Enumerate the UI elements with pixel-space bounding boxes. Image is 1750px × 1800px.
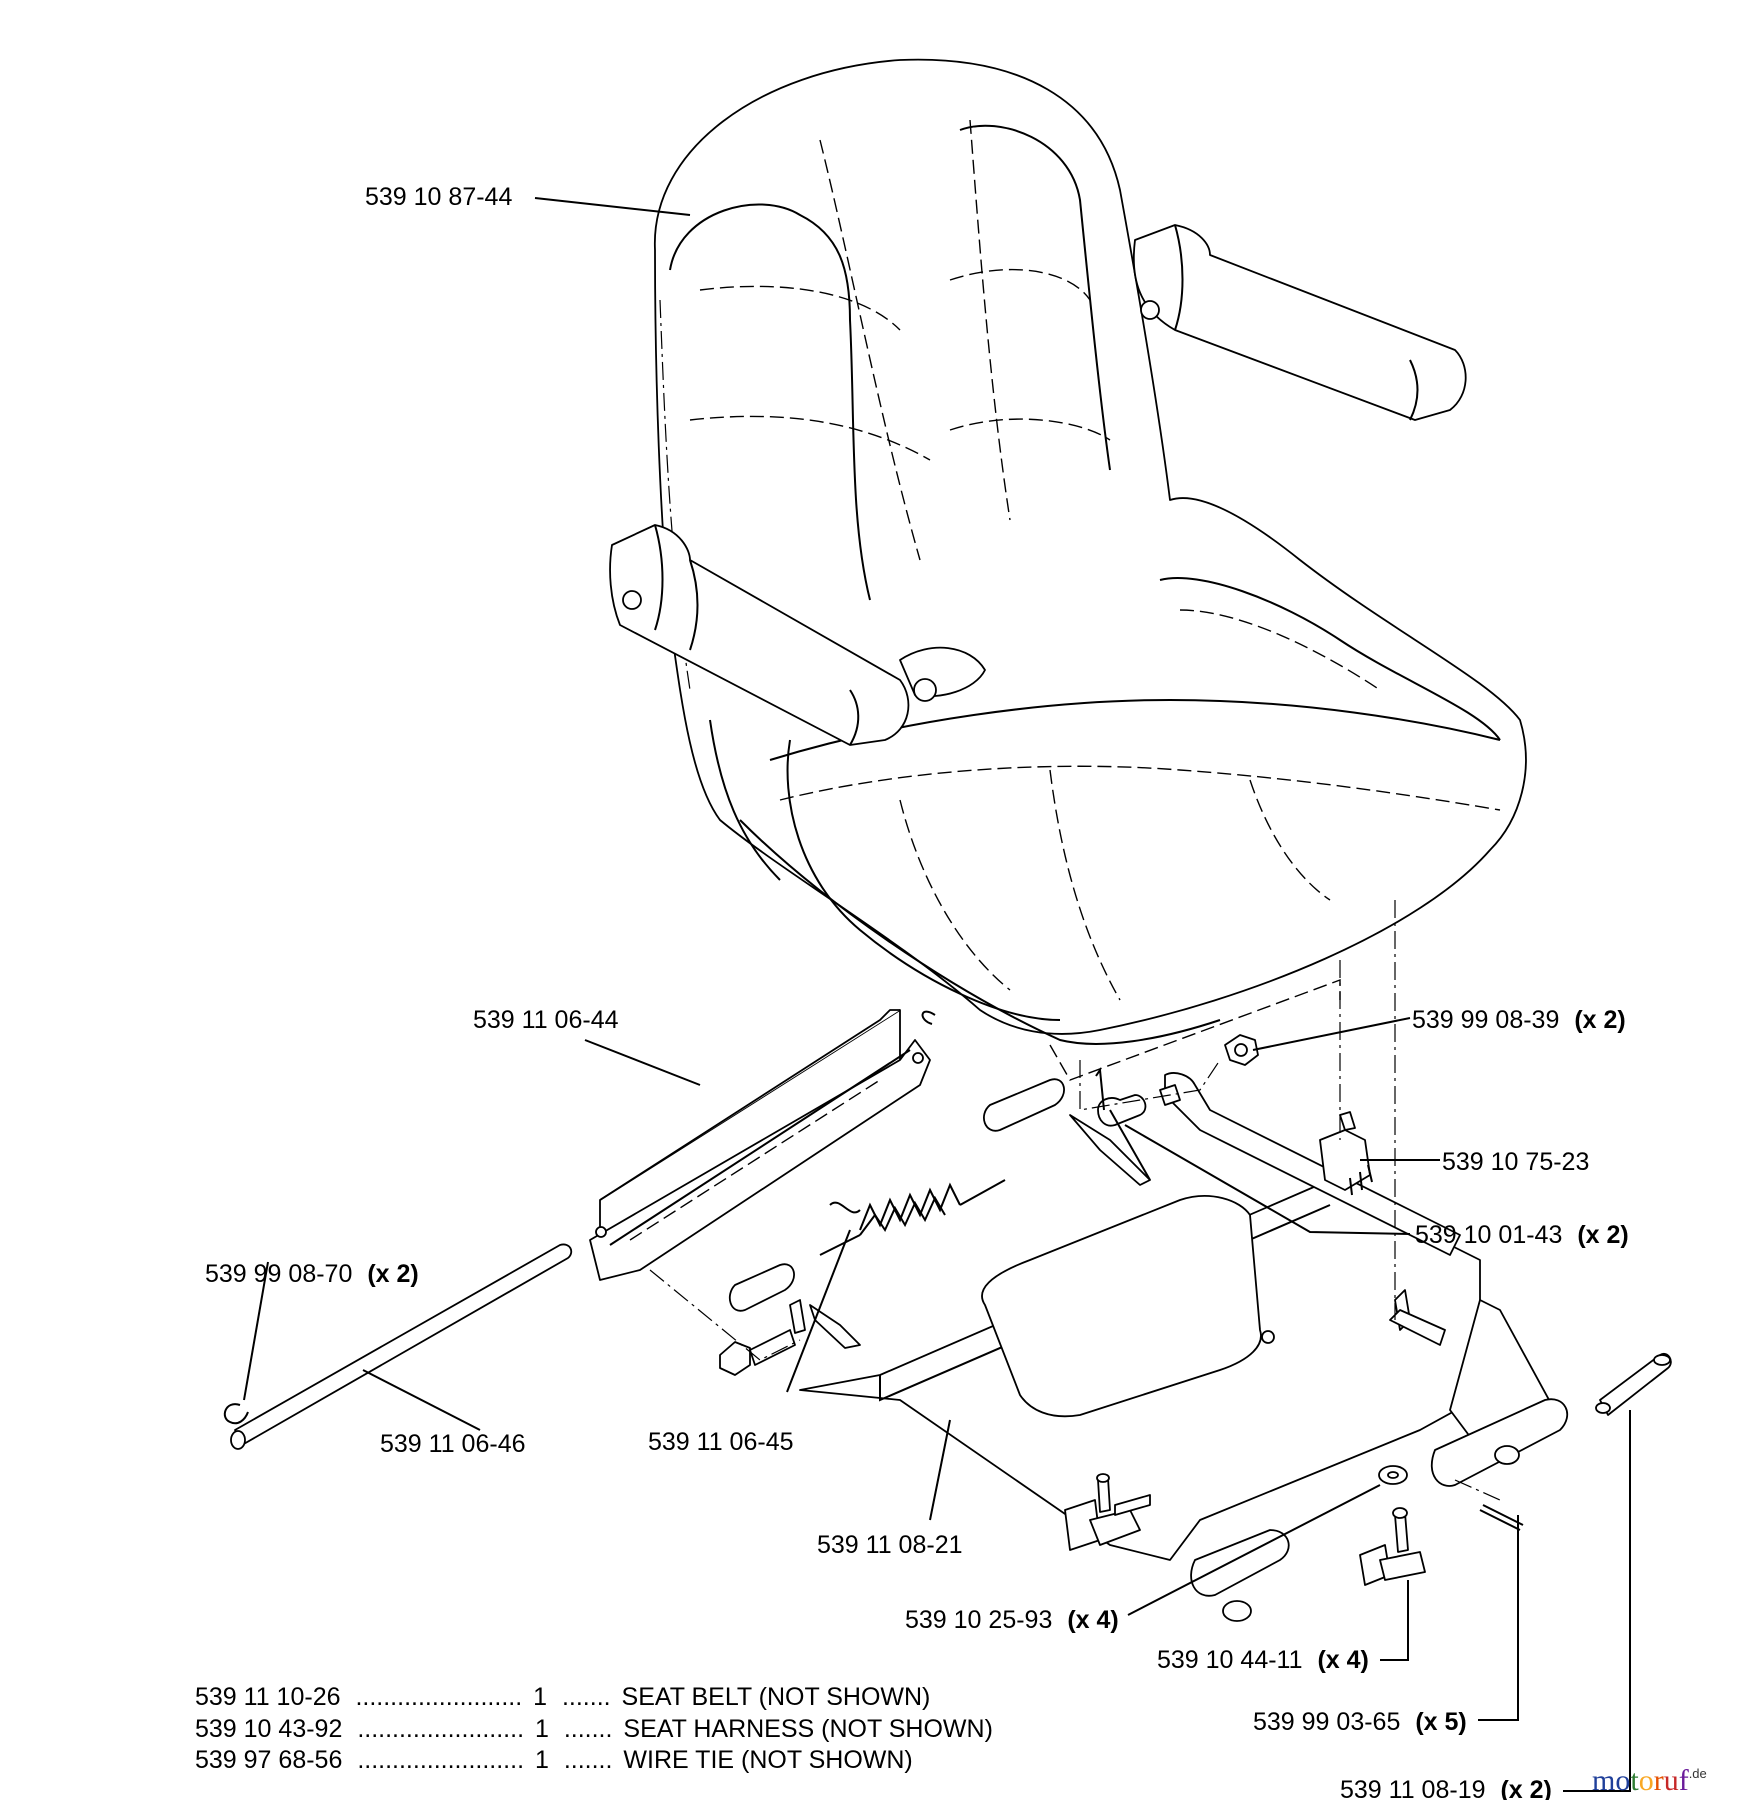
callout-qty: (x 2): [1574, 1006, 1625, 1034]
watermark-suffix: .de: [1689, 1766, 1707, 1781]
row-part: 539 97 68-56: [195, 1746, 342, 1774]
watermark-logo: motoruf.de: [1592, 1764, 1707, 1797]
callout-part: 539 11 06-45: [648, 1428, 794, 1456]
callout-part: 539 99 08-70: [205, 1260, 352, 1288]
parts-list-row: 539 97 68-56 ........................ 1 …: [195, 1746, 913, 1774]
row-dots: .......: [564, 1746, 613, 1774]
callout-labels: 539 10 87-44 539 11 06-44 539 99 08-39 (…: [205, 183, 1629, 1800]
watermark-text: motoruf.de: [1592, 1764, 1707, 1797]
callout-rod: 539 11 06-46: [380, 1430, 526, 1458]
callout-qty: (x 2): [367, 1260, 418, 1288]
callout-switch: 539 10 75-23: [1442, 1148, 1589, 1176]
row-dots: ........................: [355, 1683, 522, 1711]
callout-knob: 539 10 44-11 (x 4): [1157, 1646, 1369, 1674]
callout-part: 539 99 03-65: [1253, 1708, 1400, 1736]
callout-bolt: 539 10 01-43 (x 2): [1415, 1221, 1629, 1249]
watermark-letter: m: [1592, 1764, 1615, 1797]
right-armrest: [1132, 224, 1467, 421]
callout-part: 539 10 01-43: [1415, 1221, 1562, 1249]
leader-lines: [243, 197, 1631, 1792]
callout-part: 539 11 08-19: [1340, 1776, 1486, 1800]
callout-part: 539 11 08-21: [817, 1531, 963, 1559]
watermark-letter: t: [1630, 1764, 1639, 1797]
watermark-letter: f: [1679, 1764, 1689, 1797]
callout-cotter-pin: 539 99 03-65 (x 5): [1253, 1708, 1467, 1736]
row-desc: SEAT BELT (NOT SHOWN): [622, 1683, 931, 1711]
row-part: 539 10 43-92: [195, 1715, 342, 1743]
row-qty: 1: [535, 1746, 549, 1774]
hardware-cluster: [719, 1034, 1259, 1376]
parts-list-row: 539 10 43-92 ........................ 1 …: [195, 1715, 993, 1743]
left-armrest: [609, 524, 986, 746]
callout-qty: (x 5): [1415, 1708, 1466, 1736]
callout-spring: 539 11 06-45: [648, 1428, 794, 1456]
row-dots: ........................: [357, 1715, 524, 1743]
watermark-letter: o: [1639, 1764, 1654, 1797]
callout-qty: (x 4): [1067, 1606, 1118, 1634]
seat-illustration: [654, 58, 1527, 1081]
callout-seat: 539 10 87-44: [365, 183, 512, 211]
parts-list-row: 539 11 10-26 ........................ 1 …: [195, 1683, 930, 1711]
row-desc: WIRE TIE (NOT SHOWN): [623, 1746, 912, 1774]
left-rail-bracket: [589, 1009, 936, 1281]
assembly-guides: [649, 900, 1501, 1501]
knob-left: [1064, 1473, 1151, 1551]
row-desc: SEAT HARNESS (NOT SHOWN): [623, 1715, 992, 1743]
cotter-pin: [1479, 1504, 1524, 1531]
callout-qty: (x 4): [1317, 1646, 1368, 1674]
callout-qty: (x 2): [1500, 1776, 1551, 1800]
seat-switch: [1319, 1111, 1373, 1196]
row-dots: .......: [564, 1715, 613, 1743]
parts-list: 539 11 10-26 ........................ 1 …: [195, 1683, 993, 1774]
e-clip: [223, 1403, 249, 1425]
callout-part: 539 10 25-93: [905, 1606, 1052, 1634]
rod: [230, 1243, 573, 1450]
row-dots: .......: [562, 1683, 611, 1711]
callout-bracket-left: 539 11 06-44: [473, 1006, 619, 1034]
row-dots: ........................: [357, 1746, 524, 1774]
watermark-letter: u: [1664, 1764, 1679, 1797]
callout-seat-pan: 539 11 08-21: [817, 1531, 963, 1559]
callout-e-clip: 539 99 08-70 (x 2): [205, 1260, 419, 1288]
callout-part: 539 10 75-23: [1442, 1148, 1589, 1176]
watermark-letter: o: [1615, 1764, 1630, 1797]
callout-qty: (x 2): [1577, 1221, 1628, 1249]
callout-part: 539 10 87-44: [365, 183, 512, 211]
watermark-letter: r: [1654, 1764, 1664, 1797]
seat-pan: [799, 1072, 1569, 1622]
row-qty: 1: [533, 1683, 547, 1711]
callout-part: 539 11 06-46: [380, 1430, 526, 1458]
callout-part: 539 11 06-44: [473, 1006, 619, 1034]
pivot-pin: [1595, 1352, 1672, 1416]
callout-part: 539 10 44-11: [1157, 1646, 1303, 1674]
knob-right: [1359, 1507, 1426, 1586]
callout-part: 539 99 08-39: [1412, 1006, 1559, 1034]
callout-nut: 539 99 08-39 (x 2): [1412, 1006, 1626, 1034]
spacer-tubes: [728, 1078, 1065, 1312]
callout-washer: 539 10 25-93 (x 4): [905, 1606, 1119, 1634]
washer: [1378, 1465, 1408, 1485]
spring: [819, 1179, 1006, 1256]
row-qty: 1: [535, 1715, 549, 1743]
row-part: 539 11 10-26: [195, 1683, 341, 1711]
callout-pivot-pin: 539 11 08-19 (x 2): [1340, 1776, 1552, 1800]
